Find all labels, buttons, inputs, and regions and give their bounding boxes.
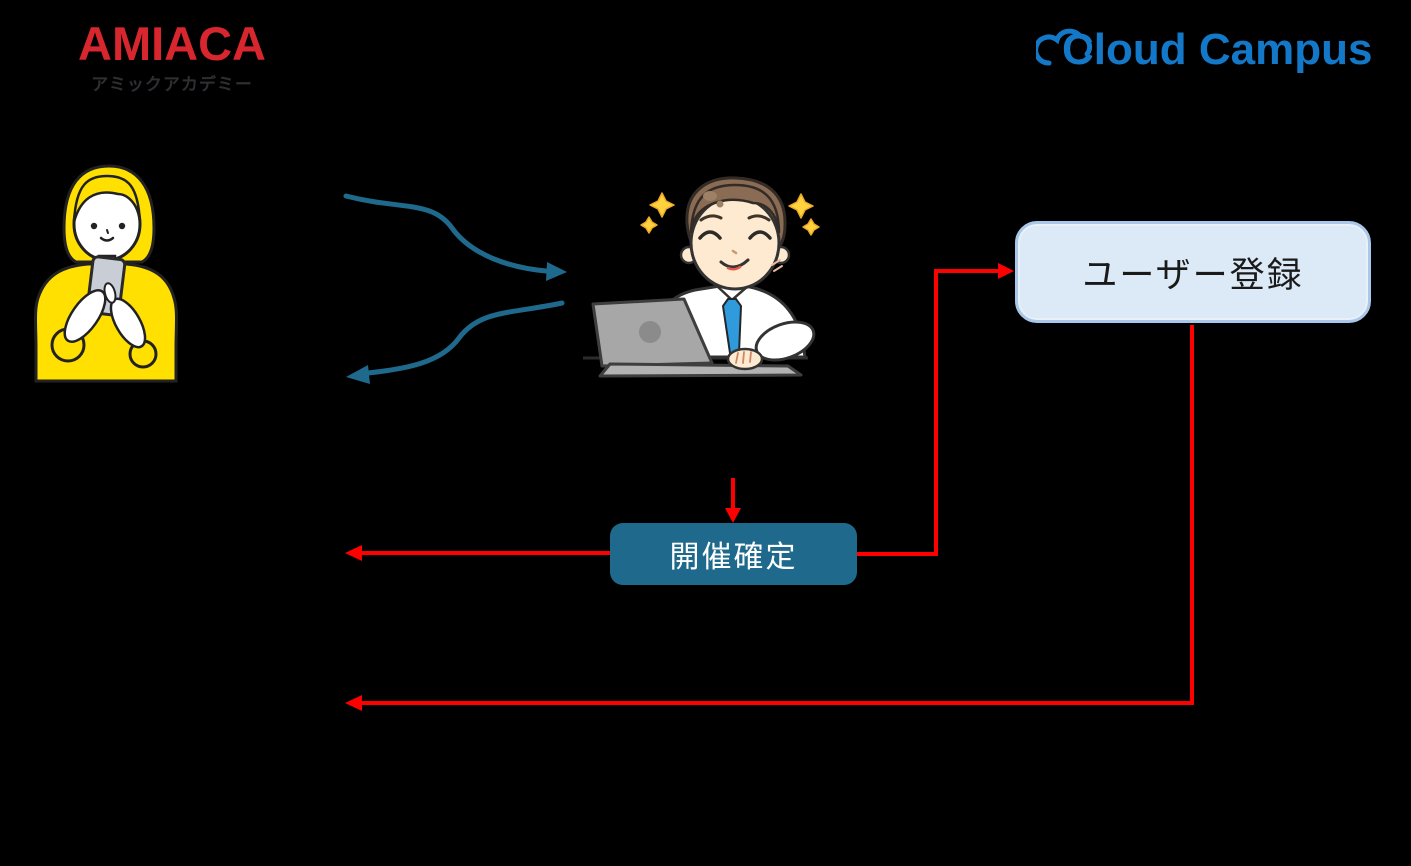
man-face xyxy=(689,195,781,291)
woman-fringe xyxy=(72,174,142,223)
amiaca-logo-title: AMIACA xyxy=(78,17,266,70)
laptop-base xyxy=(598,362,803,378)
red-arrowhead-right-icon xyxy=(998,263,1014,279)
man-lip xyxy=(726,265,742,271)
woman-eye-left xyxy=(90,222,98,230)
sparkle-icon xyxy=(640,216,658,234)
man-smile xyxy=(719,258,750,269)
man-eyebrow-left xyxy=(699,214,723,222)
man-hair-highlight xyxy=(703,191,717,201)
red-arrowhead-left-icon xyxy=(345,545,362,561)
node-event-confirmed-label: 開催確定 xyxy=(669,541,798,574)
woman-nose xyxy=(106,229,109,234)
amiaca-logo-subtitle: アミックアカデミー xyxy=(91,75,253,94)
man-at-laptop-illustration xyxy=(583,176,820,378)
man-hand xyxy=(726,347,764,371)
sparkle-icon xyxy=(649,192,675,218)
woman-smile xyxy=(99,236,115,242)
red-arrowhead-left-icon xyxy=(345,695,362,711)
man-eye-left-closed xyxy=(698,230,722,240)
woman-with-phone-illustration xyxy=(34,164,178,383)
man-eyebrow-right xyxy=(747,214,771,222)
man-nose xyxy=(731,249,738,255)
teal-arrow-to-staff xyxy=(343,193,549,274)
teal-arrow-to-student xyxy=(365,300,565,376)
man-hair-highlight xyxy=(716,200,724,208)
red-arrowhead-down-icon xyxy=(725,508,741,523)
node-user-registration-label: ユーザー登録 xyxy=(1082,255,1304,295)
man-blush xyxy=(771,259,783,272)
red-connector-event-to-registration xyxy=(857,269,999,556)
node-event-confirmed: 開催確定 xyxy=(610,523,857,585)
cloud-icon xyxy=(1036,28,1093,66)
sparkle-icon xyxy=(788,193,814,219)
node-user-registration: ユーザー登録 xyxy=(1015,221,1371,323)
sparkle-icon xyxy=(802,218,820,236)
woman-thumb xyxy=(103,282,117,304)
woman-eye-right xyxy=(118,222,126,230)
man-eye-right-closed xyxy=(748,230,772,240)
amiaca-logo: AMIACA アミックアカデミー xyxy=(76,20,268,95)
woman-hand-left xyxy=(63,289,107,343)
cloud-campus-logo-text: Cloud Campus xyxy=(1062,25,1373,74)
teal-arrowhead-left-icon xyxy=(346,365,370,384)
laptop-logo xyxy=(639,321,661,343)
